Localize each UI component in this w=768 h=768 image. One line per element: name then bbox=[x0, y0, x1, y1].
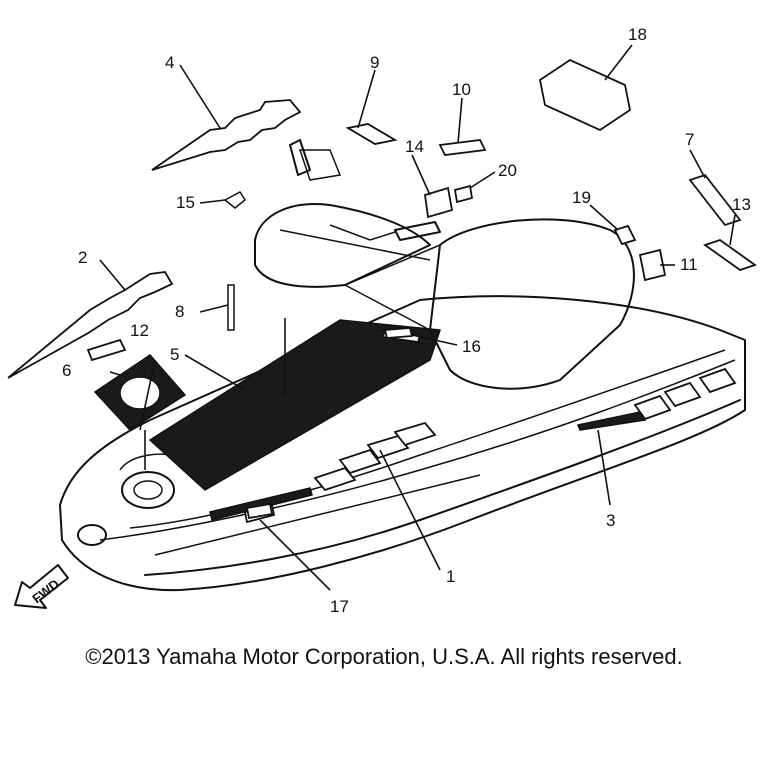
fwd-arrow: FWD bbox=[14, 564, 69, 609]
deck-mat bbox=[148, 319, 442, 491]
callout-3: 3 bbox=[606, 511, 615, 530]
callout-leaders bbox=[99, 44, 736, 591]
jetski-decal-diagram: 1 2 3 4 5 6 7 8 9 10 11 12 13 14 15 16 1… bbox=[7, 25, 757, 616]
callout-14: 14 bbox=[405, 137, 424, 156]
callout-labels: 1 2 3 4 5 6 7 8 9 10 11 12 13 14 15 16 1… bbox=[62, 25, 751, 616]
decal-18 bbox=[538, 58, 632, 132]
callout-4: 4 bbox=[165, 53, 174, 72]
callout-7: 7 bbox=[685, 130, 694, 149]
decal-6 bbox=[93, 354, 187, 431]
callout-2: 2 bbox=[78, 248, 87, 267]
decal-2-stripe bbox=[7, 271, 174, 379]
callout-20: 20 bbox=[498, 161, 517, 180]
decal-15 bbox=[223, 191, 246, 209]
decal-17 bbox=[245, 502, 274, 520]
handlebar-pole bbox=[254, 139, 441, 288]
callout-1: 1 bbox=[446, 567, 455, 586]
callout-5: 5 bbox=[170, 345, 179, 364]
callout-6: 6 bbox=[62, 361, 71, 380]
decal-20 bbox=[453, 184, 474, 204]
fwd-label: FWD bbox=[29, 576, 62, 606]
decal-11 bbox=[638, 248, 667, 282]
decal-19 bbox=[613, 224, 637, 246]
callout-17: 17 bbox=[330, 597, 349, 616]
decal-10 bbox=[438, 139, 487, 156]
decal-16 bbox=[383, 327, 414, 339]
callout-12: 12 bbox=[130, 321, 149, 340]
callout-10: 10 bbox=[452, 80, 471, 99]
callout-16: 16 bbox=[462, 337, 481, 356]
decal-12 bbox=[86, 338, 127, 362]
copyright-notice: ©2013 Yamaha Motor Corporation, U.S.A. A… bbox=[85, 644, 683, 669]
decal-7 bbox=[688, 173, 742, 227]
callout-11: 11 bbox=[680, 255, 698, 274]
callout-15: 15 bbox=[176, 193, 195, 212]
callout-13: 13 bbox=[732, 195, 751, 214]
decal-13 bbox=[703, 239, 757, 271]
callout-9: 9 bbox=[370, 53, 379, 72]
decal-8 bbox=[227, 284, 235, 331]
callout-19: 19 bbox=[572, 188, 591, 207]
decal-4-stripe bbox=[151, 99, 302, 171]
decal-9 bbox=[345, 123, 398, 145]
callout-8: 8 bbox=[175, 302, 184, 321]
callout-18: 18 bbox=[628, 25, 647, 44]
decal-14 bbox=[424, 186, 454, 219]
